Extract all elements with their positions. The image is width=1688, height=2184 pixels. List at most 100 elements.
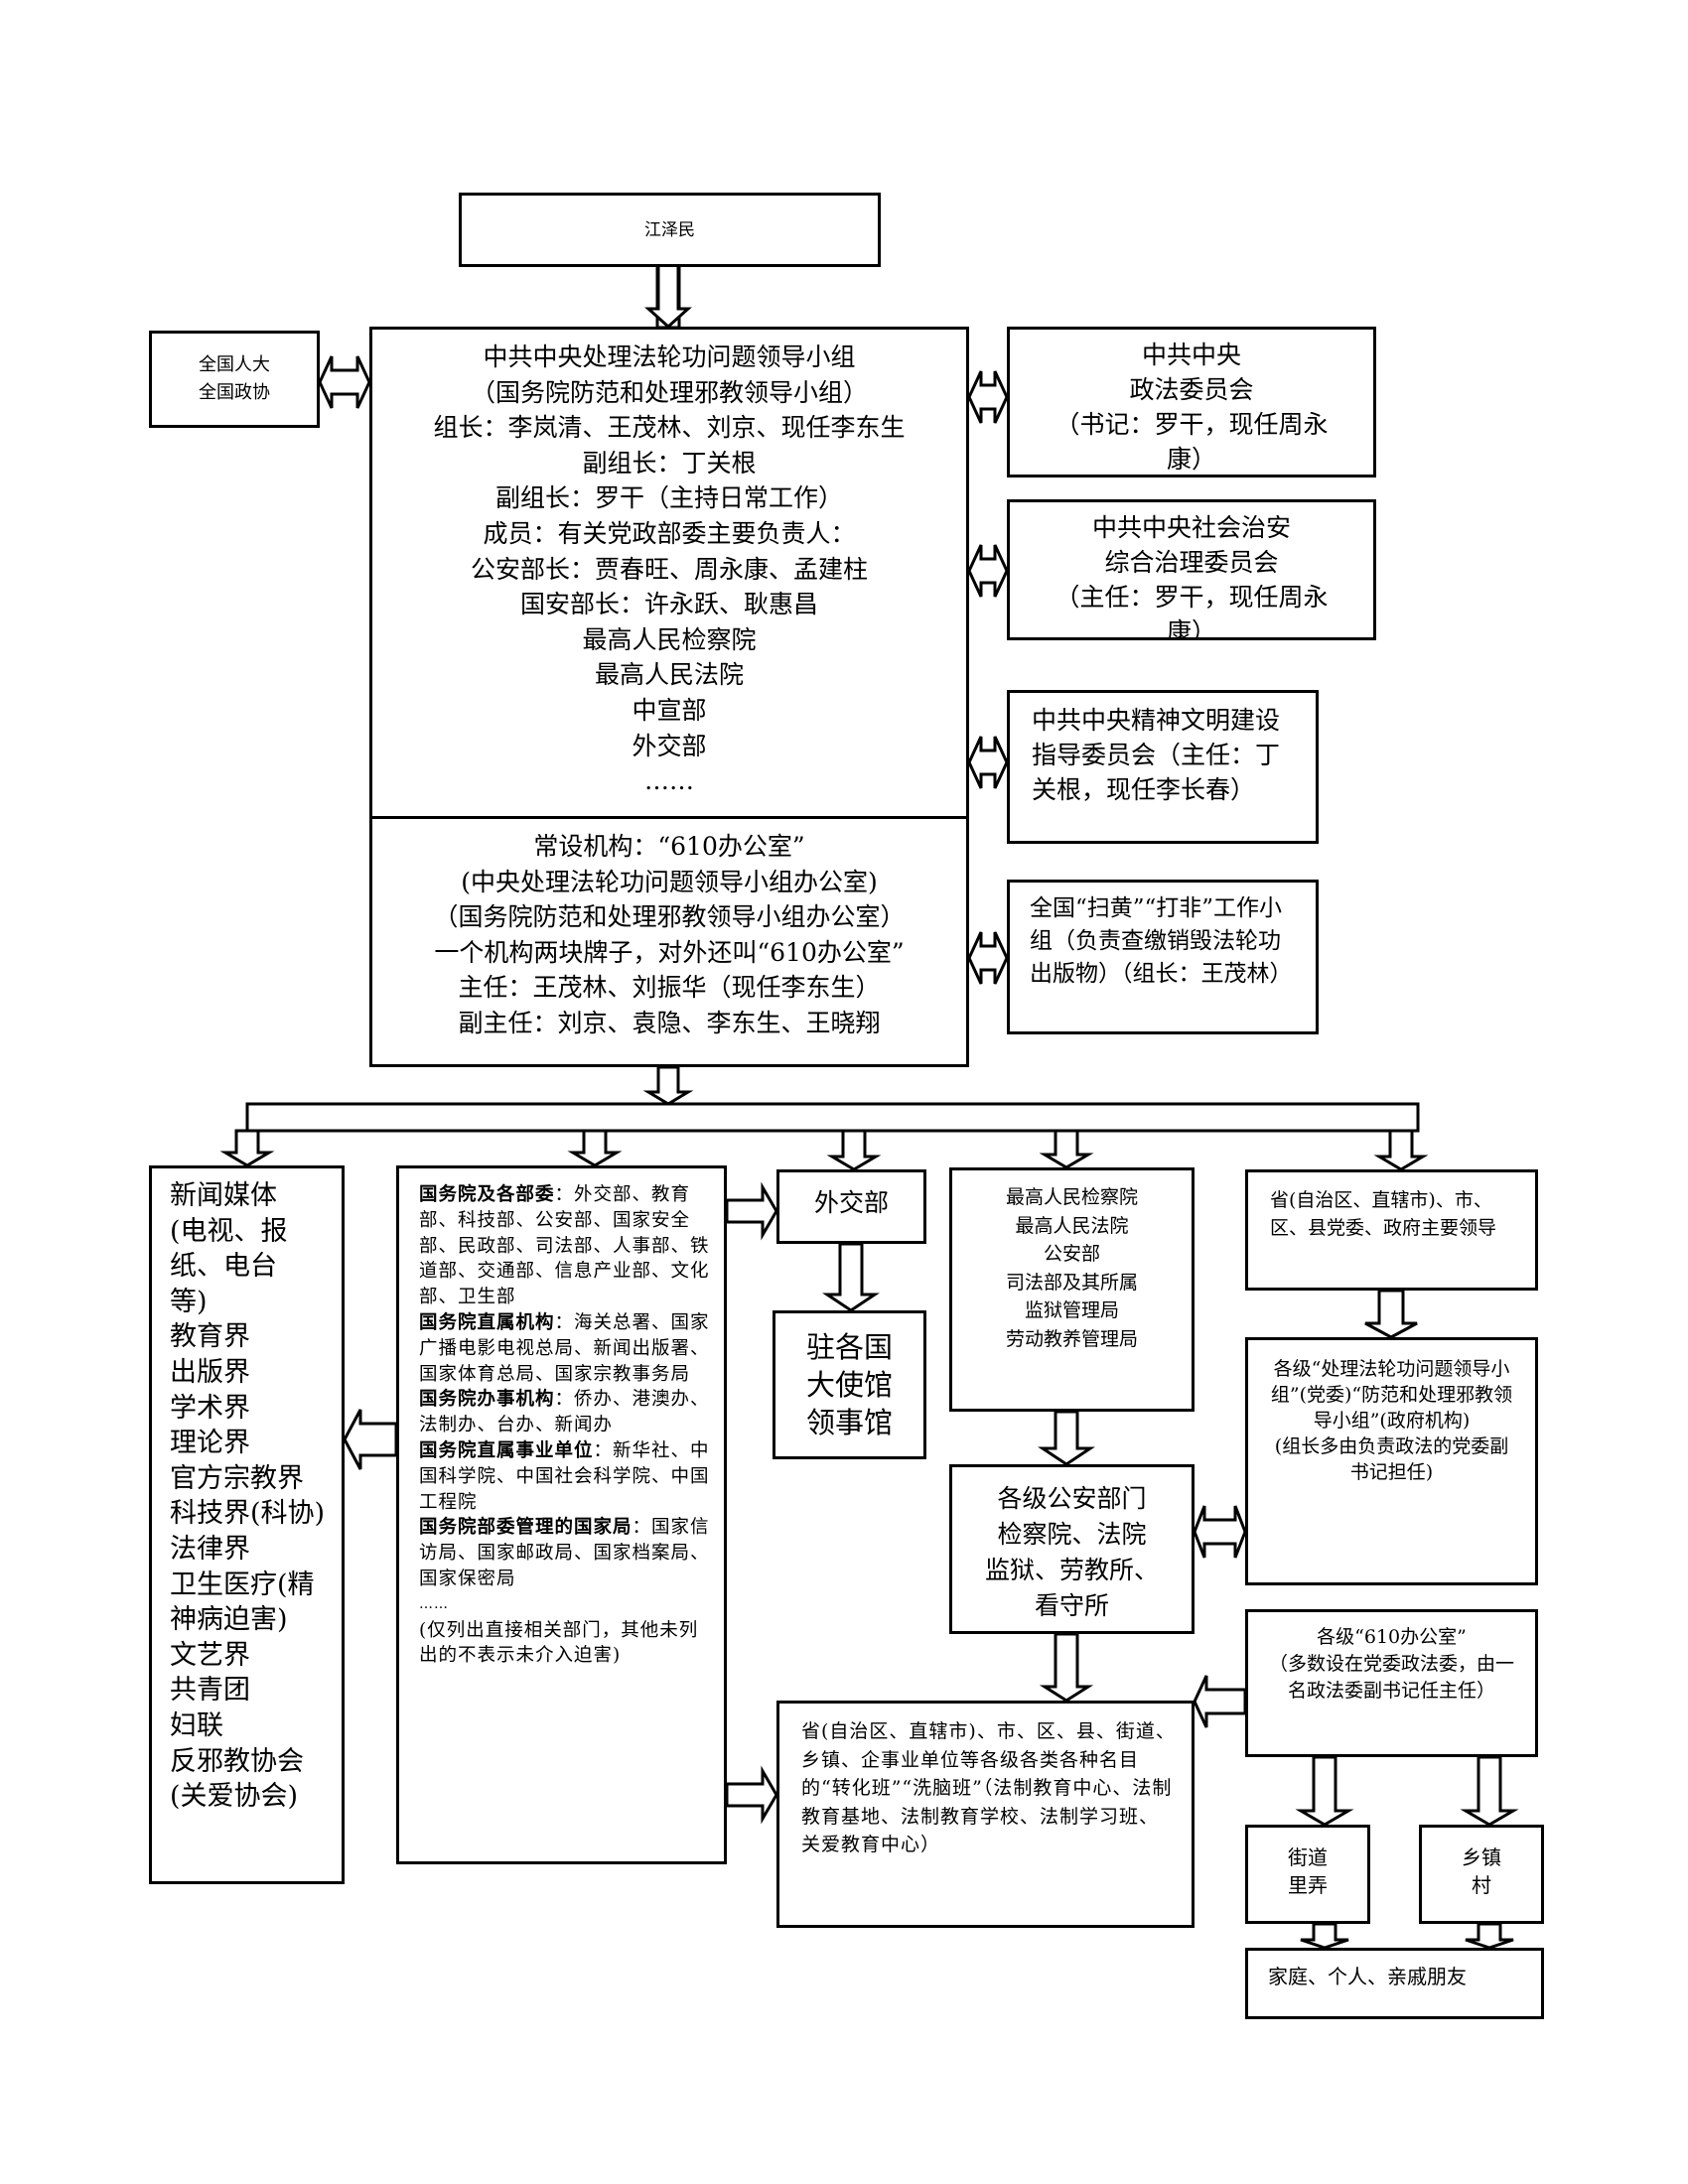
cppcc-label: 全国政协 [199, 382, 270, 403]
double-arrow-icon [1193, 1505, 1247, 1559]
arrow-down-icon [1039, 1129, 1094, 1169]
leading-group-title: 中共中央处理法轮功问题领导小组 [483, 342, 856, 371]
top-leader-label: 江泽民 [644, 220, 695, 240]
public-security-committee-box: 中共中央社会治安 综合治理委员会 （主任：罗干，现任周永 康） [1007, 499, 1376, 640]
box-line: 检察院、法院 [997, 1520, 1147, 1549]
crossbar-connector [245, 1102, 1420, 1133]
leading-group-member: 公安部长：贾春旺、周永康、孟建柱 [470, 554, 868, 584]
state-council-note: (仅列出直接相关部门，其他未列出的不表示未介入迫害) [419, 1619, 699, 1667]
sector-item: 神病迫害) [170, 1604, 288, 1636]
arrow-down-icon [1300, 1922, 1349, 1950]
box-line: （书记：罗干，现任周永 [1055, 410, 1329, 439]
section-heading: 国务院直属事业单位 [419, 1439, 594, 1461]
office-610-line: (中央处理法轮功问题领导小组办公室) [461, 867, 878, 896]
box-text: 省(自治区、直辖市)、市、区、县党委、政府主要领导 [1270, 1189, 1497, 1239]
sector-item: 文艺界 [170, 1639, 250, 1671]
state-council-box: 国务院及各部委：外交部、教育部、科技部、公安部、国家安全部、民政部、司法部、人事… [396, 1165, 727, 1864]
box-line: 乡镇 [1462, 1845, 1501, 1869]
leading-group-box: 中共中央处理法轮功问题领导小组 （国务院防范和处理邪教领导小组） 组长：李岚清、… [369, 327, 969, 1067]
box-line: （主任：罗干，现任周永 [1055, 583, 1329, 612]
sector-item: 法律界 [170, 1533, 250, 1565]
box-line: 康） [1166, 445, 1216, 474]
box-line: 村 [1472, 1873, 1491, 1897]
box-line: 司法部及其所属 [1005, 1271, 1138, 1294]
double-arrow-icon [318, 355, 371, 409]
section-body: ：侨办、港澳办、法制办、台办、新闻办 [419, 1389, 710, 1436]
box-line: 监狱、劳教所、 [984, 1556, 1159, 1584]
arrow-down-icon [1373, 1129, 1429, 1171]
box-line: 看守所 [1034, 1591, 1109, 1620]
office-610-section: 常设机构：“610办公室” (中央处理法轮功问题领导小组办公室) （国务院防范和… [372, 816, 966, 1041]
box-line: 劳动教养管理局 [1005, 1327, 1138, 1350]
leading-group-members: 成员：有关党政部委主要负责人： [483, 518, 856, 548]
leading-group-subtitle: （国务院防范和处理邪教领导小组） [470, 377, 868, 407]
arrow-down-icon [1038, 1410, 1095, 1466]
box-line: 最高人民法院 [1015, 1214, 1129, 1237]
street-lane-box: 街道 里弄 [1245, 1825, 1370, 1924]
arrow-down-icon [219, 1129, 275, 1167]
box-text: 家庭、个人、亲戚朋友 [1268, 1965, 1467, 1988]
box-line: 驻各国 [805, 1330, 893, 1364]
office-610-deputy: 副主任：刘京、袁隐、李东生、王晓翔 [458, 1008, 881, 1037]
arrow-down-icon [1039, 1632, 1094, 1703]
box-line: 大使馆 [805, 1368, 893, 1402]
foreign-ministry-box: 外交部 [776, 1169, 926, 1244]
leading-group-deputy: 副组长：罗干（主持日常工作） [494, 483, 843, 513]
sector-item: 纸、电台 [170, 1251, 277, 1283]
arrow-down-icon [1465, 1922, 1514, 1950]
leading-group-member: 中宣部 [632, 695, 707, 725]
section-heading: 国务院部委管理的国家局 [419, 1517, 633, 1539]
office-610-line: （国务院防范和处理邪教领导小组办公室） [433, 902, 906, 932]
state-council-section: 国务院直属事业单位：新华社、中国科学院、中国社会科学院、中国工程院 [419, 1438, 710, 1515]
section-heading: 国务院直属机构 [419, 1311, 555, 1333]
state-council-section: 国务院直属机构：海关总署、国家广播电影电视总局、新闻出版署、国家体育总局、国家宗… [419, 1310, 710, 1387]
arrow-down-icon [826, 1129, 882, 1171]
arrow-down-icon [642, 1065, 694, 1106]
sector-item: 科技界(科协) [170, 1498, 326, 1530]
state-council-section: 国务院及各部委：外交部、教育部、科技部、公安部、国家安全部、民政部、司法部、人事… [419, 1182, 710, 1310]
township-village-box: 乡镇 村 [1419, 1825, 1544, 1924]
npc-cppcc-box: 全国人大 全国政协 [149, 331, 320, 428]
judicial-organs-box: 最高人民检察院 最高人民法院 公安部 司法部及其所属 监狱管理局 劳动教养管理局 [949, 1167, 1195, 1412]
arrow-down-icon [822, 1242, 880, 1312]
box-text: 中共中央精神文明建设指导委员会（主任：丁关根，现任李长春） [1032, 706, 1281, 804]
media-sectors-box: 新闻媒体 (电视、报 纸、电台 等) 教育界 出版界 学术界 理论界 官方宗教界… [149, 1165, 345, 1884]
brainwashing-classes-box: 省(自治区、直辖市)、市、区、县、街道、乡镇、企事业单位等各级各类各种名目的“转… [776, 1701, 1195, 1928]
box-line: 综合治理委员会 [1104, 548, 1279, 577]
box-text: 各级“610办公室” [1317, 1626, 1467, 1648]
box-text: 全国“扫黄”“打非”工作小组（负责查缴销毁法轮功出版物）（组长：王茂林） [1030, 895, 1293, 987]
police-courts-box: 各级公安部门 检察院、法院 监狱、劳教所、 看守所 [949, 1464, 1195, 1634]
anti-pornography-group-box: 全国“扫黄”“打非”工作小组（负责查缴销毁法轮功出版物）（组长：王茂林） [1007, 880, 1319, 1034]
state-council-section: 国务院办事机构：侨办、港澳办、法制办、台办、新闻办 [419, 1387, 710, 1438]
state-council-section: 国务院部委管理的国家局：国家信访局、国家邮政局、国家档案局、国家保密局 [419, 1515, 710, 1591]
box-line: 公安部 [1043, 1243, 1100, 1265]
section-heading: 国务院办事机构 [419, 1389, 555, 1411]
spiritual-civilization-committee-box: 中共中央精神文明建设指导委员会（主任：丁关根，现任李长春） [1007, 690, 1319, 844]
foreign-ministry-label: 外交部 [813, 1188, 889, 1217]
section-body: ：海关总署、国家广播电影电视总局、新闻出版署、国家体育总局、国家宗教事务局 [419, 1311, 710, 1385]
box-line: 最高人民检察院 [1005, 1186, 1138, 1208]
sector-item: 共青团 [170, 1675, 250, 1706]
provincial-leaders-box: 省(自治区、直辖市)、市、区、县党委、政府主要领导 [1245, 1169, 1538, 1291]
sector-item: 新闻媒体 [170, 1180, 277, 1211]
double-arrow-icon [967, 544, 1009, 598]
box-line: 里弄 [1288, 1873, 1328, 1897]
office-610-title: 常设机构：“610办公室” [533, 832, 805, 861]
arrow-left-icon [343, 1409, 398, 1470]
sector-item: 教育界 [170, 1321, 250, 1353]
box-text: 省(自治区、直辖市)、市、区、县、街道、乡镇、企事业单位等各级各类各种名目的“转… [801, 1720, 1176, 1855]
sector-item: (关爱协会) [170, 1781, 299, 1813]
office-610-line: 一个机构两块牌子，对外还叫“610办公室” [434, 937, 905, 967]
sector-item: 出版界 [170, 1356, 250, 1388]
double-arrow-icon [967, 736, 1009, 789]
state-council-ellipsis: …… [419, 1595, 449, 1612]
arrow-down-icon [1295, 1755, 1354, 1827]
npc-label: 全国人大 [199, 354, 270, 375]
double-arrow-icon [967, 931, 1009, 985]
box-line: 监狱管理局 [1024, 1299, 1119, 1321]
office-610-director: 主任：王茂林、刘振华（现任李东生） [458, 973, 881, 1003]
arrow-right-icon [725, 1765, 778, 1825]
embassies-box: 驻各国 大使馆 领事馆 [773, 1310, 926, 1459]
local-610-office-box: 各级“610办公室” （多数设在党委政法委，由一名政法委副书记任主任） [1245, 1609, 1538, 1757]
